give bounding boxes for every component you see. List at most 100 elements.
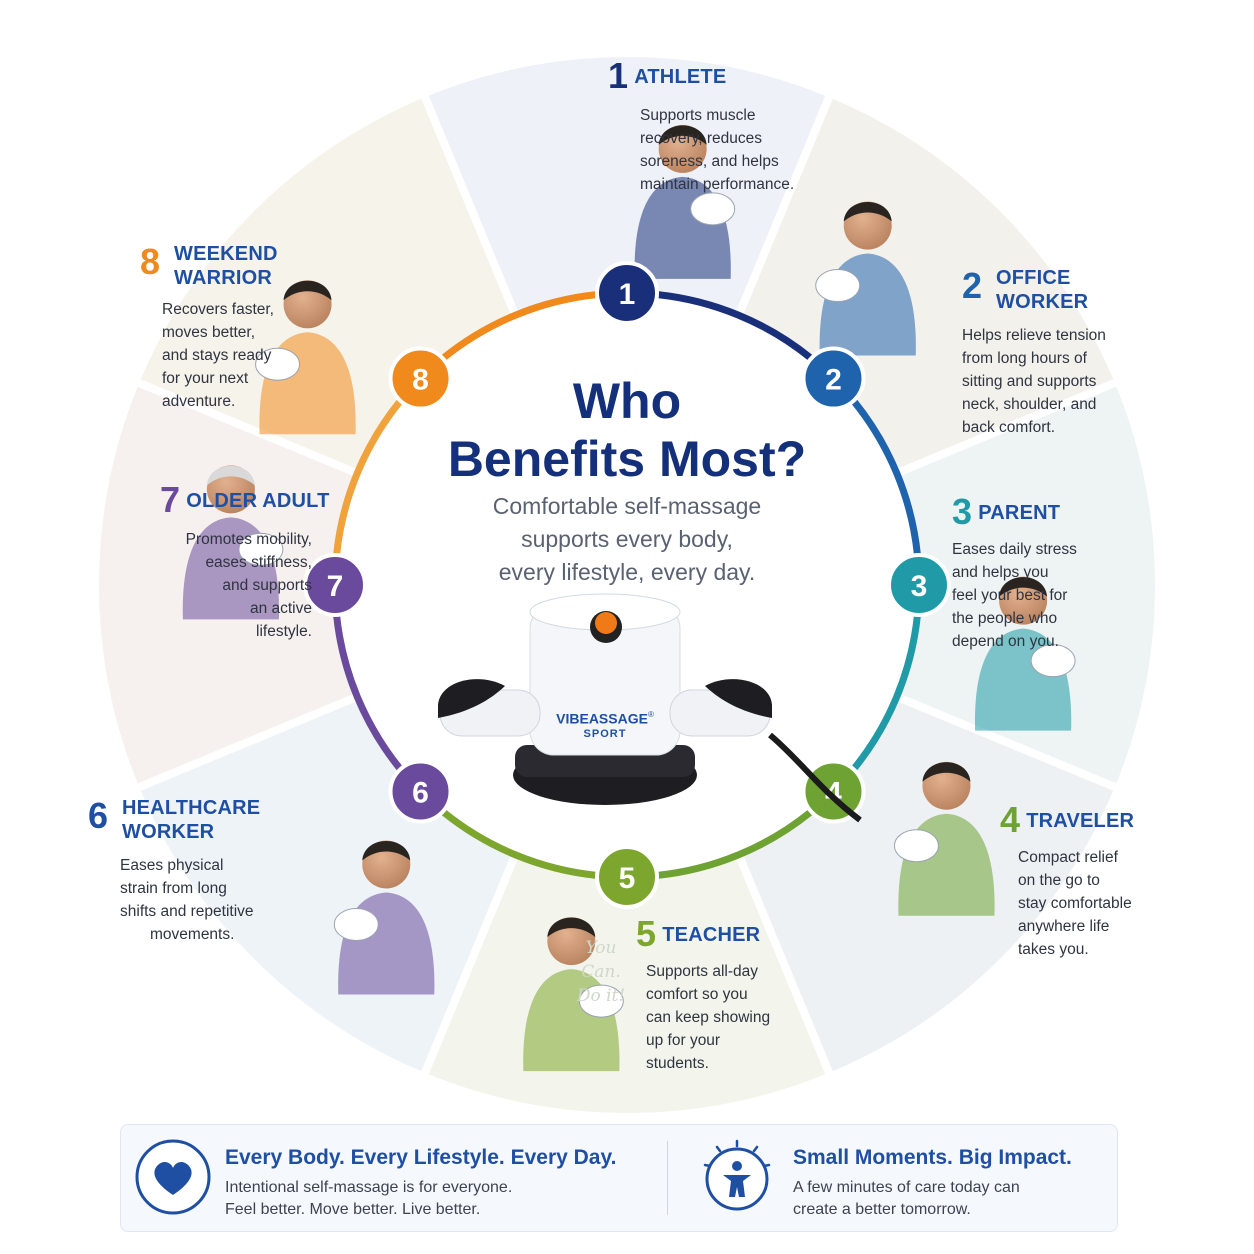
desc-line: can keep showing (646, 1009, 771, 1026)
desc-line: eases stiffness, (205, 554, 312, 571)
desc-line: and stays ready (162, 347, 272, 364)
segment-description: Recovers faster, moves better, and stays… (140, 298, 300, 413)
desc-line: and supports (222, 577, 312, 594)
person-illustration (634, 124, 736, 279)
desc-line: depend on you. (952, 633, 1059, 650)
subtitle-line-2: supports every body, (521, 526, 733, 552)
desc-line: lifestyle. (256, 623, 312, 640)
desc-line: students. (646, 1055, 709, 1072)
footer-divider (667, 1141, 668, 1215)
segment-description: Eases physical strain from long shifts a… (88, 854, 288, 946)
desc-line: stay comfortable (1018, 895, 1132, 912)
number-badge-label: 3 (911, 570, 928, 603)
number-badge (887, 553, 951, 617)
person-illustration (893, 761, 995, 916)
number-badge (801, 759, 866, 824)
desc-line: the people who (952, 610, 1058, 627)
footer-right-title: Small Moments. Big Impact. (793, 1146, 1072, 1169)
person-illustration (523, 917, 624, 1072)
desc-line: recovery, reduces (640, 130, 763, 147)
segment-title-line-2: WORKER (122, 821, 215, 843)
massager-product-image (438, 593, 862, 823)
segment-number: 6 (88, 795, 109, 836)
desc-line: for your next (162, 370, 249, 387)
number-badge-label: 7 (327, 570, 344, 603)
desc-line: Promotes mobility, (185, 531, 312, 548)
ring-arc (654, 291, 815, 362)
segment-description: Helps relieve tension from long hours of… (962, 324, 1182, 439)
chalkboard-line: Can. (581, 962, 621, 982)
segment-title: TEACHER (662, 924, 761, 946)
segment-number: 1 (608, 55, 629, 96)
segment-title-line-2: WARRIOR (174, 267, 273, 289)
number-badge (595, 845, 659, 909)
number-badge-label: 8 (412, 364, 429, 397)
ring-arc (333, 397, 404, 558)
segment-number: 2 (962, 265, 983, 306)
person-illustration (974, 576, 1076, 731)
desc-line: anywhere life (1018, 918, 1110, 935)
footer-right-line-2: create a better tomorrow. (793, 1201, 971, 1218)
desc-line: from long hours of (962, 350, 1087, 367)
desc-line: shifts and repetitive (120, 903, 254, 920)
footer-right-line-1: A few minutes of care today can (793, 1179, 1020, 1196)
subtitle: Comfortable self-massage supports every … (427, 490, 827, 589)
desc-line: up for your (646, 1032, 721, 1049)
subtitle-line-3: every lifestyle, every day. (498, 559, 756, 585)
desc-line: Helps relieve tension (962, 327, 1106, 344)
number-badge (595, 261, 659, 325)
illustrations (182, 124, 1076, 1072)
desc-line: neck, shoulder, and (962, 396, 1097, 413)
segment-number: 8 (140, 241, 161, 282)
footer-left-line-1: Intentional self-massage is for everyone… (225, 1179, 513, 1196)
segment-heading: 2 OFFICE WORKER (962, 266, 1182, 314)
desc-line: Compact relief (1018, 849, 1118, 866)
desc-line: moves better, (162, 324, 256, 341)
segment-title: PARENT (978, 502, 1061, 524)
subtitle-line-1: Comfortable self-massage (492, 493, 762, 519)
segment-heading: 6 HEALTHCARE WORKER (88, 796, 288, 844)
person-illustration (815, 201, 916, 356)
number-badge (388, 759, 453, 824)
ring-arc (850, 397, 921, 558)
desc-line: Recovers faster, (162, 301, 274, 318)
desc-line: maintain performance. (640, 176, 795, 193)
desc-line: feel your best for (952, 587, 1068, 604)
segment-description: Promotes mobility, eases stiffness, and … (160, 528, 312, 643)
desc-line: an active (249, 600, 312, 617)
ring-arc (439, 808, 600, 879)
chalkboard-line: Do it! (576, 986, 626, 1006)
ring-arc (850, 612, 921, 773)
segment-title: TRAVELER (1026, 810, 1135, 832)
person-illustration (255, 280, 356, 435)
number-badge-label: 6 (412, 776, 429, 809)
product-label: VIBEASSAGE® SPORT (545, 710, 665, 740)
desc-line: comfort so you (646, 986, 748, 1003)
segment-number: 5 (636, 913, 657, 954)
desc-line: Eases daily stress (952, 541, 1077, 558)
desc-line: Eases physical (120, 857, 224, 874)
segment-office-worker: 2 OFFICE WORKER Helps relieve tension fr… (962, 266, 1182, 439)
desc-line: on the go to (1018, 872, 1100, 889)
footer-left-line-2: Feel better. Move better. Live better. (225, 1201, 481, 1218)
desc-line: takes you. (1018, 941, 1089, 958)
desc-line: back comfort. (962, 419, 1056, 436)
brand-name: VIBEASSAGE (556, 710, 648, 727)
segment-description: Supports all-day comfort so you can keep… (636, 960, 816, 1075)
heart-icon (135, 1139, 211, 1215)
segment-description: Supports muscle recovery, reduces sorene… (608, 104, 828, 196)
segment-title: HEALTHCARE (122, 797, 261, 819)
segment-number: 4 (1000, 799, 1021, 840)
desc-line: Supports all-day (646, 963, 759, 980)
segment-healthcare-worker: 6 HEALTHCARE WORKER Eases physical strai… (88, 796, 288, 946)
person-illustration (182, 465, 284, 620)
